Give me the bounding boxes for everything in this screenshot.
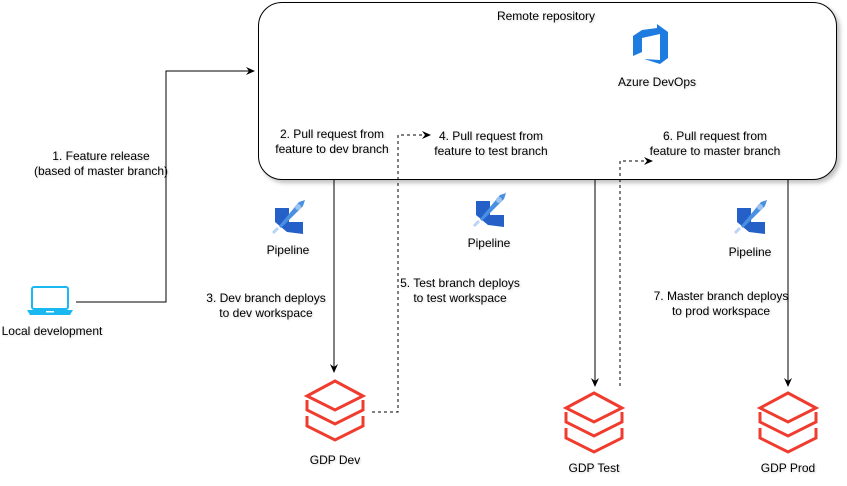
step-4-line2: feature to test branch — [434, 144, 548, 158]
step-4-line1: 4. Pull request from — [438, 129, 544, 143]
pipeline-icon — [734, 200, 767, 234]
laptop-icon — [27, 286, 73, 315]
step-1-label: 1. Feature release (based of master bran… — [1, 149, 201, 179]
pipeline-prod-label: Pipeline — [728, 245, 772, 259]
step-5-line2: to test workspace — [413, 291, 507, 305]
azure-devops-icon — [633, 24, 668, 64]
step-4-label: 4. Pull request from feature to test bra… — [420, 129, 562, 159]
step-5-label: 5. Test branch deploys to test workspace — [390, 276, 530, 306]
step-2-line2: feature to dev branch — [275, 142, 389, 156]
pipeline-test-label: Pipeline — [467, 236, 511, 250]
step-3-line1: 3. Dev branch deploys — [206, 291, 326, 305]
pipeline-dev-label: Pipeline — [266, 243, 310, 257]
step-1-line1: 1. Feature release — [52, 149, 150, 163]
step-6-label: 6. Pull request from feature to master b… — [640, 129, 790, 159]
step-1-line2: (based of master branch) — [33, 164, 169, 178]
step-2-line1: 2. Pull request from — [279, 127, 385, 141]
step-6-line1: 6. Pull request from — [662, 129, 768, 143]
gdp-test-label: GDP Test — [568, 461, 620, 475]
gdp-dev-label: GDP Dev — [309, 453, 361, 467]
remote-repository-box — [258, 2, 837, 180]
step-3-label: 3. Dev branch deploys to dev workspace — [196, 291, 336, 321]
databricks-icon — [562, 391, 626, 454]
step-3-line2: to dev workspace — [219, 306, 313, 320]
repository-title: Remote repository — [496, 9, 596, 23]
databricks-icon — [303, 379, 367, 442]
databricks-icon — [756, 391, 820, 454]
pipeline-icon — [473, 193, 506, 227]
step-5-line1: 5. Test branch deploys — [400, 276, 520, 290]
dashed-arrow-gdp-test-to-step6 — [619, 157, 653, 386]
step-7-label: 7. Master branch deploys to prod workspa… — [646, 289, 796, 319]
gdp-prod-label: GDP Prod — [760, 461, 816, 475]
pipeline-icon — [272, 200, 305, 234]
dashed-arrow-gdp-dev-to-step4 — [372, 131, 431, 413]
step-6-line2: feature to master branch — [649, 144, 781, 158]
arrow-local-to-repo — [76, 67, 255, 303]
step-7-line1: 7. Master branch deploys — [653, 289, 789, 303]
local-development-label: Local development — [1, 324, 103, 338]
step-2-label: 2. Pull request from feature to dev bran… — [262, 127, 402, 157]
azure-devops-label: Azure DevOps — [617, 75, 697, 89]
step-7-line2: to prod workspace — [671, 304, 771, 318]
